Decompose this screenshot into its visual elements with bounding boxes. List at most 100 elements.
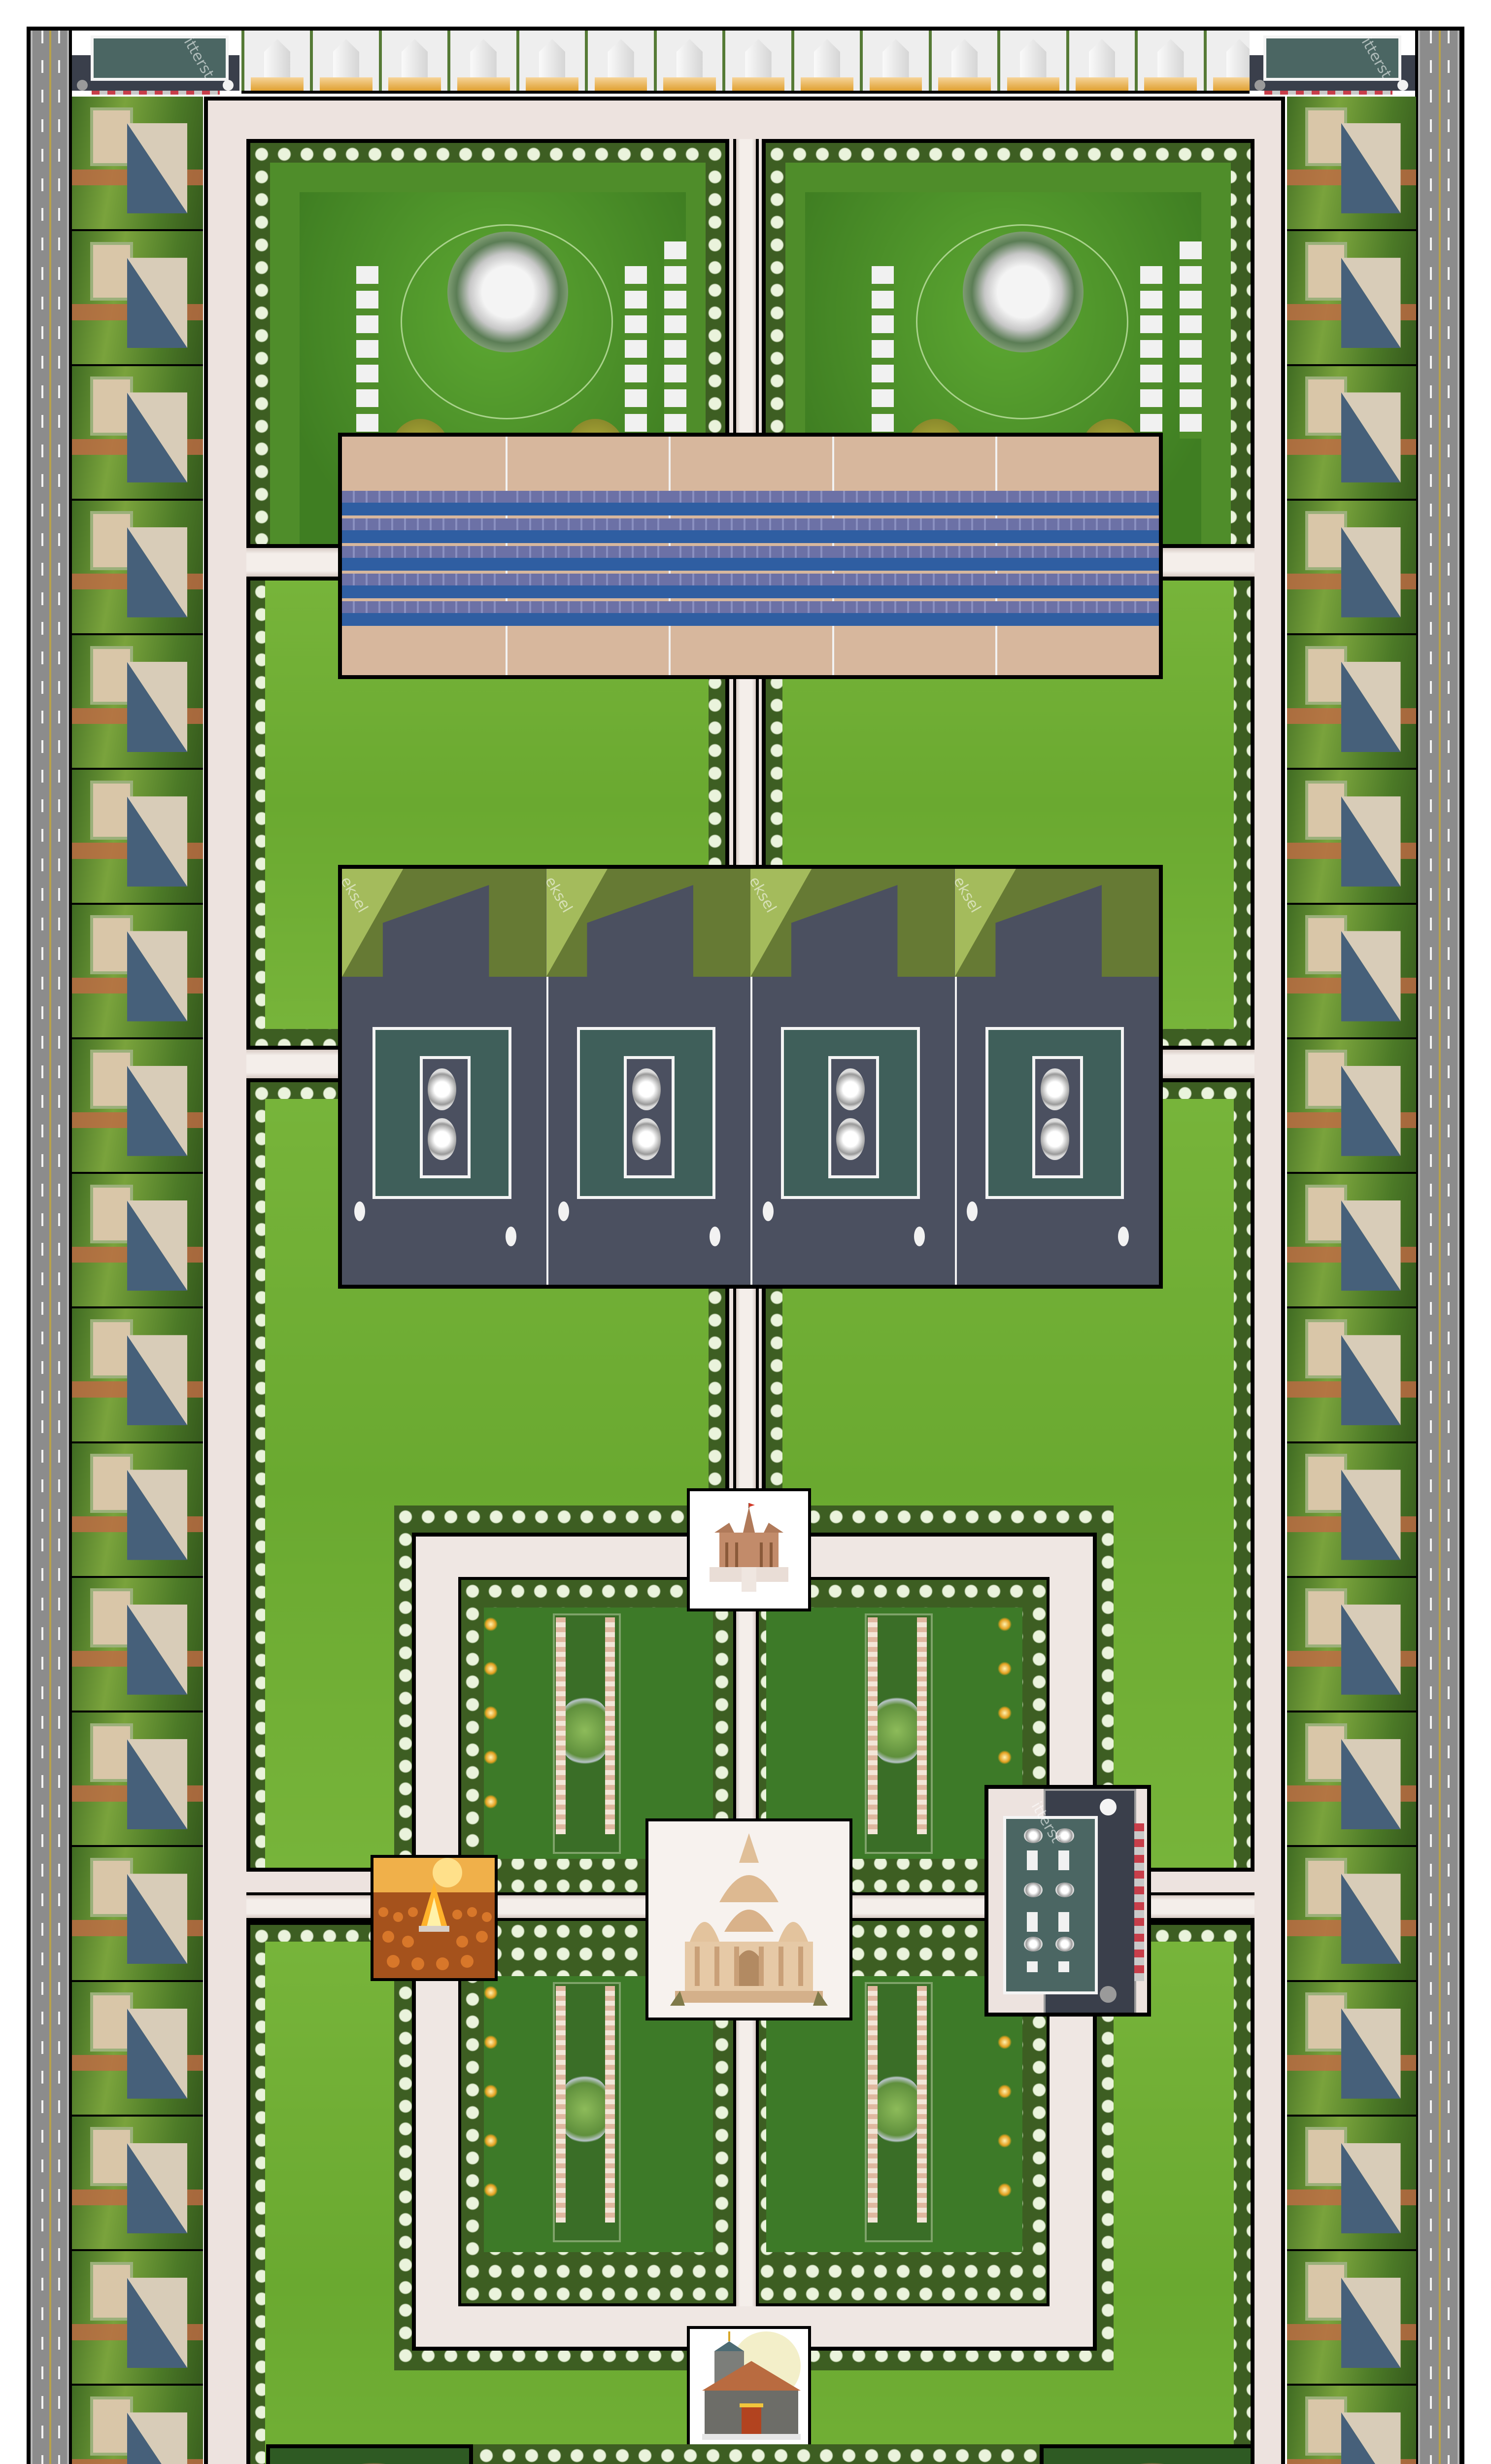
solar-panel-icon (995, 601, 1159, 613)
pool-icon (1305, 511, 1348, 570)
villa-plot[interactable] (1287, 97, 1416, 232)
villa-plot[interactable] (1287, 1982, 1416, 2117)
lotus-garden-east[interactable] (1040, 2444, 1254, 2464)
villa-plot[interactable] (1287, 231, 1416, 366)
villa-plot[interactable] (1287, 1174, 1416, 1309)
pool-icon (1305, 2261, 1348, 2321)
villa-plot[interactable] (1287, 1443, 1416, 1578)
corner-cafe-top-left[interactable]: itterst (72, 31, 241, 95)
villa-plot[interactable] (72, 2251, 203, 2386)
lotus-garden-west[interactable] (266, 2444, 473, 2464)
townhouse-white-roof[interactable] (997, 31, 1066, 91)
villa-plot[interactable] (72, 1712, 203, 1848)
seating-rows (356, 266, 378, 439)
solar-panel-icon (669, 601, 832, 613)
villa-plot[interactable] (1287, 770, 1416, 905)
townhouse-white-roof[interactable] (447, 31, 516, 91)
villa-plot[interactable] (1287, 635, 1416, 770)
east-cafe-pavilion[interactable]: itterst (984, 1785, 1151, 2017)
villa-plot[interactable] (72, 635, 203, 770)
pool-icon (90, 1454, 133, 1513)
villa-plot[interactable] (72, 1577, 203, 1713)
villa-plot[interactable] (72, 1308, 203, 1443)
fan-icon (836, 1118, 865, 1160)
villa-plot[interactable] (1287, 2251, 1416, 2386)
fountain-icon (447, 232, 568, 352)
pool-icon (90, 1050, 133, 1109)
villa-plot[interactable] (1287, 2116, 1416, 2252)
villa-plot[interactable] (72, 1443, 203, 1578)
villa-plot[interactable] (72, 231, 203, 366)
villa-plot[interactable] (1287, 366, 1416, 501)
townhouse-white-roof[interactable] (516, 31, 585, 91)
townhouse-white-roof[interactable] (378, 31, 448, 91)
townhouse-white-roof[interactable] (1135, 31, 1204, 91)
central-shrine[interactable]: Carved sandstone temple (645, 1818, 852, 2020)
villa-plot[interactable] (1287, 1039, 1416, 1174)
solar-panel-icon (342, 546, 506, 558)
pool-icon (1305, 1588, 1348, 1648)
pool-icon (1305, 1319, 1348, 1378)
villa-plot[interactable] (72, 500, 203, 636)
villa-plot[interactable] (72, 904, 203, 1039)
lane-marking (58, 31, 60, 2464)
villa-plot[interactable] (1287, 1308, 1416, 1443)
solar-panel-icon (342, 518, 506, 530)
havan-yagna-feature[interactable]: Havan / yagna gathering (371, 1855, 498, 1981)
seating-rows (1140, 266, 1162, 439)
villa-plot[interactable] (1287, 904, 1416, 1039)
solar-panel-icon (669, 518, 832, 530)
solar-roof-block[interactable] (338, 433, 1163, 679)
fan-icon (1040, 1118, 1069, 1160)
villa-plot[interactable] (1287, 2386, 1416, 2464)
villa-plot[interactable] (72, 2116, 203, 2252)
solar-panel-icon (505, 574, 669, 585)
villa-plot[interactable] (72, 366, 203, 501)
villa-plot[interactable] (72, 1982, 203, 2117)
villa-plot[interactable] (72, 1847, 203, 1982)
villa-plot[interactable] (1287, 500, 1416, 636)
pool-icon (1305, 2396, 1348, 2456)
townhouse-white-roof[interactable] (722, 31, 791, 91)
solar-panel-icon (342, 574, 506, 585)
villa-plot[interactable] (72, 97, 203, 232)
west-road (31, 31, 69, 2464)
seating-rows (1180, 241, 1202, 439)
roof-icon (1088, 39, 1116, 82)
villa-plot[interactable] (1287, 1847, 1416, 1982)
pool-icon (1305, 1992, 1348, 2052)
temple-icon (710, 1503, 788, 1592)
villa-plot[interactable] (72, 1039, 203, 1174)
villa-plot[interactable] (72, 770, 203, 905)
corner-cafe-top-right[interactable]: itterst (1250, 31, 1415, 95)
villa-plot[interactable] (1287, 1577, 1416, 1713)
townhouse-white-roof[interactable] (585, 31, 654, 91)
roof-icon (813, 39, 841, 82)
townhouse-white-roof[interactable] (310, 31, 379, 91)
villa-plot[interactable] (72, 2386, 203, 2464)
townhouse-white-roof[interactable] (241, 31, 310, 91)
inner-garden-sw (484, 1976, 713, 2252)
roof-icon (745, 39, 772, 82)
pool-icon (1305, 1857, 1348, 1917)
pool-icon (90, 1319, 133, 1378)
pool-icon (1305, 376, 1348, 436)
solar-panel-icon (832, 601, 996, 613)
fan-icon (836, 1068, 865, 1110)
villa-plot[interactable] (1287, 1712, 1416, 1848)
pool-icon (90, 1857, 133, 1917)
pool-icon (90, 241, 133, 301)
townhouse-white-roof[interactable] (860, 31, 929, 91)
townhouse-white-roof[interactable] (653, 31, 723, 91)
fan-icon (632, 1068, 661, 1110)
solar-panel-icon (995, 574, 1159, 585)
fan-icon (428, 1118, 457, 1160)
villa-plot[interactable] (72, 1174, 203, 1309)
townhouse-white-roof[interactable] (928, 31, 998, 91)
south-shrine-kedarnath[interactable]: Kedarnath temple (687, 2326, 811, 2450)
townhouse-white-roof[interactable] (791, 31, 860, 91)
solar-roof-unit (832, 437, 998, 675)
north-shrine-ram-mandir[interactable]: Ram Mandir model (687, 1488, 811, 1611)
townhouse-white-roof[interactable] (1066, 31, 1135, 91)
